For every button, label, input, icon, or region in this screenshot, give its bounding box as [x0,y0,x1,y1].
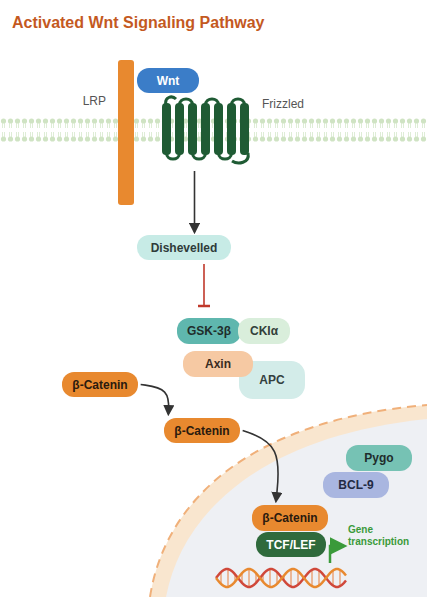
node-label: LRP [83,94,106,108]
node-label: β-Catenin [174,424,229,438]
receptor-helices [158,95,258,167]
protein-box: β-Catenin [252,505,327,531]
node-label: β-Catenin [262,511,317,525]
protein-box: β-Catenin [62,372,137,397]
base-pair [339,570,341,586]
cell-membrane [0,118,427,142]
node-label: BCL-9 [338,478,373,492]
base-pair [311,570,313,586]
node-label: Wnt [157,74,180,88]
base-pair [332,570,334,585]
node-label: β-Catenin [72,378,127,392]
protein-box: β-Catenin [164,418,239,443]
base-pair [318,570,320,585]
frizzled-receptor: Frizzled [158,95,258,167]
dna-helix [216,569,346,587]
arrow-connector [194,171,196,232]
protein-box: Axin [183,351,253,377]
lrp-receptor: LRP [118,60,134,205]
nucleoplasm [166,419,427,597]
annotation-label: Gene transcription [348,524,424,548]
node-label: Frizzled [262,97,304,111]
node-label: CKIα [250,324,278,338]
node-label: Dishevelled [151,241,218,255]
title: Activated Wnt Signaling Pathway [12,14,264,32]
dna-strand [216,569,346,587]
base-pair [227,569,229,587]
protein-box: TCF/LEF [256,532,325,557]
protein-box: GSK-3β [177,318,241,344]
transcription-arrow [330,546,344,563]
wnt-ligand: Wnt [137,68,199,93]
nuclear-envelope-border [150,405,427,597]
arrow-connector [141,385,169,415]
arrow-connector [243,431,279,502]
node-label: Pygo [364,451,393,465]
inhibition-line [203,264,205,306]
node-label: Axin [205,357,231,371]
protein-box: Dishevelled [137,235,231,260]
node-label: TCF/LEF [266,538,315,552]
protein-box: CKIα [238,318,290,344]
protein-box: Pygo [346,445,412,471]
base-pair [248,569,250,587]
node-label: APC [259,373,284,387]
base-pair [269,569,271,587]
base-pair [290,569,292,586]
protein-box: BCL-9 [323,472,389,498]
nuclear-envelope [150,405,427,597]
node-label: GSK-3β [187,324,231,338]
dna-strand [216,569,346,587]
